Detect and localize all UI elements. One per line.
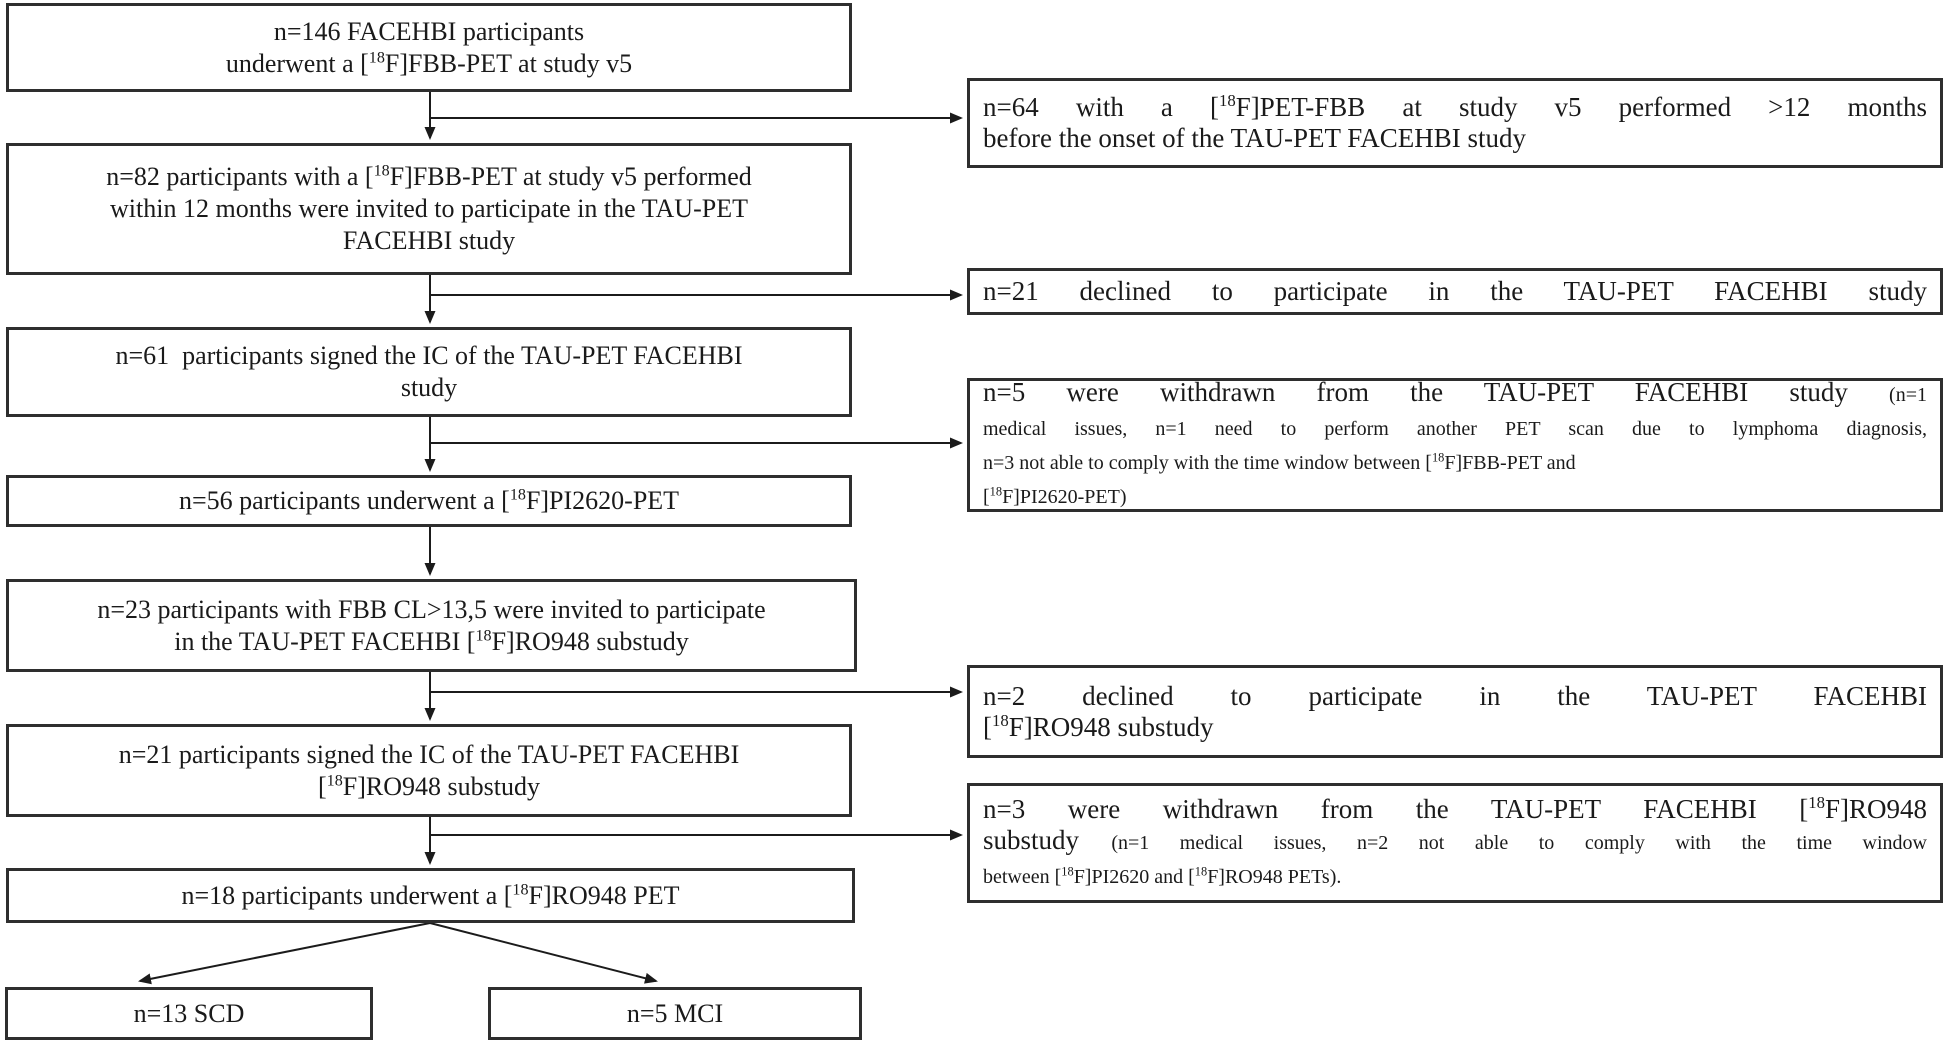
text-line: n=23 participants with FBB CL>13,5 were …: [97, 594, 766, 624]
text-line: n=2 declined to participate in the TAU-P…: [983, 680, 1927, 711]
box-excluded-gt-12-months: n=64 with a [18F]PET-FBB at study v5 per…: [967, 78, 1943, 168]
text-line: in the TAU-PET FACEHBI [18F]RO948 substu…: [174, 626, 689, 656]
text-line: n=18 participants underwent a [18F]RO948…: [181, 880, 680, 910]
text-line: FACEHBI study: [342, 226, 516, 255]
box-declined-taupet-study: n=21 declined to participate in the TAU-…: [967, 268, 1943, 315]
text-line: n=5 MCI: [626, 998, 724, 1028]
text-line: n=5 were withdrawn from the TAU-PET FACE…: [983, 377, 1927, 407]
box-signed-ic-taupet: n=61 participants signed the IC of the T…: [6, 327, 852, 417]
arrow-diagonal-mci: [429, 922, 658, 984]
box-invited-ro948-substudy: n=23 participants with FBB CL>13,5 were …: [6, 579, 857, 672]
text-line: n=56 participants underwent a [18F]PI262…: [178, 486, 680, 515]
box-mci-outcome: n=5 MCI: [488, 987, 862, 1040]
box-ro948-pet: n=18 participants underwent a [18F]RO948…: [6, 868, 855, 923]
text-line: n=146 FACEHBI participants: [273, 16, 585, 46]
text-line: medical issues, n=1 need to perform anot…: [983, 418, 1927, 440]
text-line: n=13 SCD: [133, 998, 245, 1028]
text-line: n=3 were withdrawn from the TAU-PET FACE…: [983, 792, 1927, 824]
text-line: within 12 months were invited to partici…: [110, 194, 748, 223]
text-line: between [18F]PI2620 and [18F]RO948 PETs)…: [983, 863, 1342, 888]
text-line: n=21 declined to participate in the TAU-…: [983, 276, 1927, 306]
box-pi2620-pet: n=56 participants underwent a [18F]PI262…: [6, 475, 852, 527]
text-line: substudy (n=1 medical issues, n=2 not ab…: [983, 824, 1927, 855]
text-line: n=61 participants signed the IC of the T…: [115, 341, 743, 370]
box-invited-taupet-study: n=82 participants with a [18F]FBB-PET at…: [6, 143, 852, 275]
box-scd-outcome: n=13 SCD: [5, 987, 373, 1040]
text-line: study: [400, 373, 458, 402]
text-line: [18F]RO948 substudy: [318, 771, 540, 801]
text-line: n=64 with a [18F]PET-FBB at study v5 per…: [983, 91, 1927, 122]
text-line: [18F]RO948 substudy: [983, 710, 1214, 742]
box-withdrawn-ro948-substudy: n=3 were withdrawn from the TAU-PET FACE…: [967, 783, 1943, 903]
box-declined-ro948-substudy: n=2 declined to participate in the TAU-P…: [967, 665, 1943, 758]
arrow-diagonal-scd: [138, 922, 431, 985]
text-line: n=3 not able to comply with the time win…: [983, 450, 1576, 474]
text-line: n=82 participants with a [18F]FBB-PET at…: [106, 162, 752, 191]
text-line: underwent a [18F]FBB-PET at study v5: [225, 48, 633, 78]
box-withdrawn-taupet-study: n=5 were withdrawn from the TAU-PET FACE…: [967, 377, 1943, 512]
text-line: before the onset of the TAU-PET FACEHBI …: [983, 123, 1527, 153]
box-signed-ic-ro948: n=21 participants signed the IC of the T…: [6, 724, 852, 817]
text-line: [18F]PI2620-PET): [983, 484, 1127, 508]
text-line: n=21 participants signed the IC of the T…: [118, 739, 740, 769]
